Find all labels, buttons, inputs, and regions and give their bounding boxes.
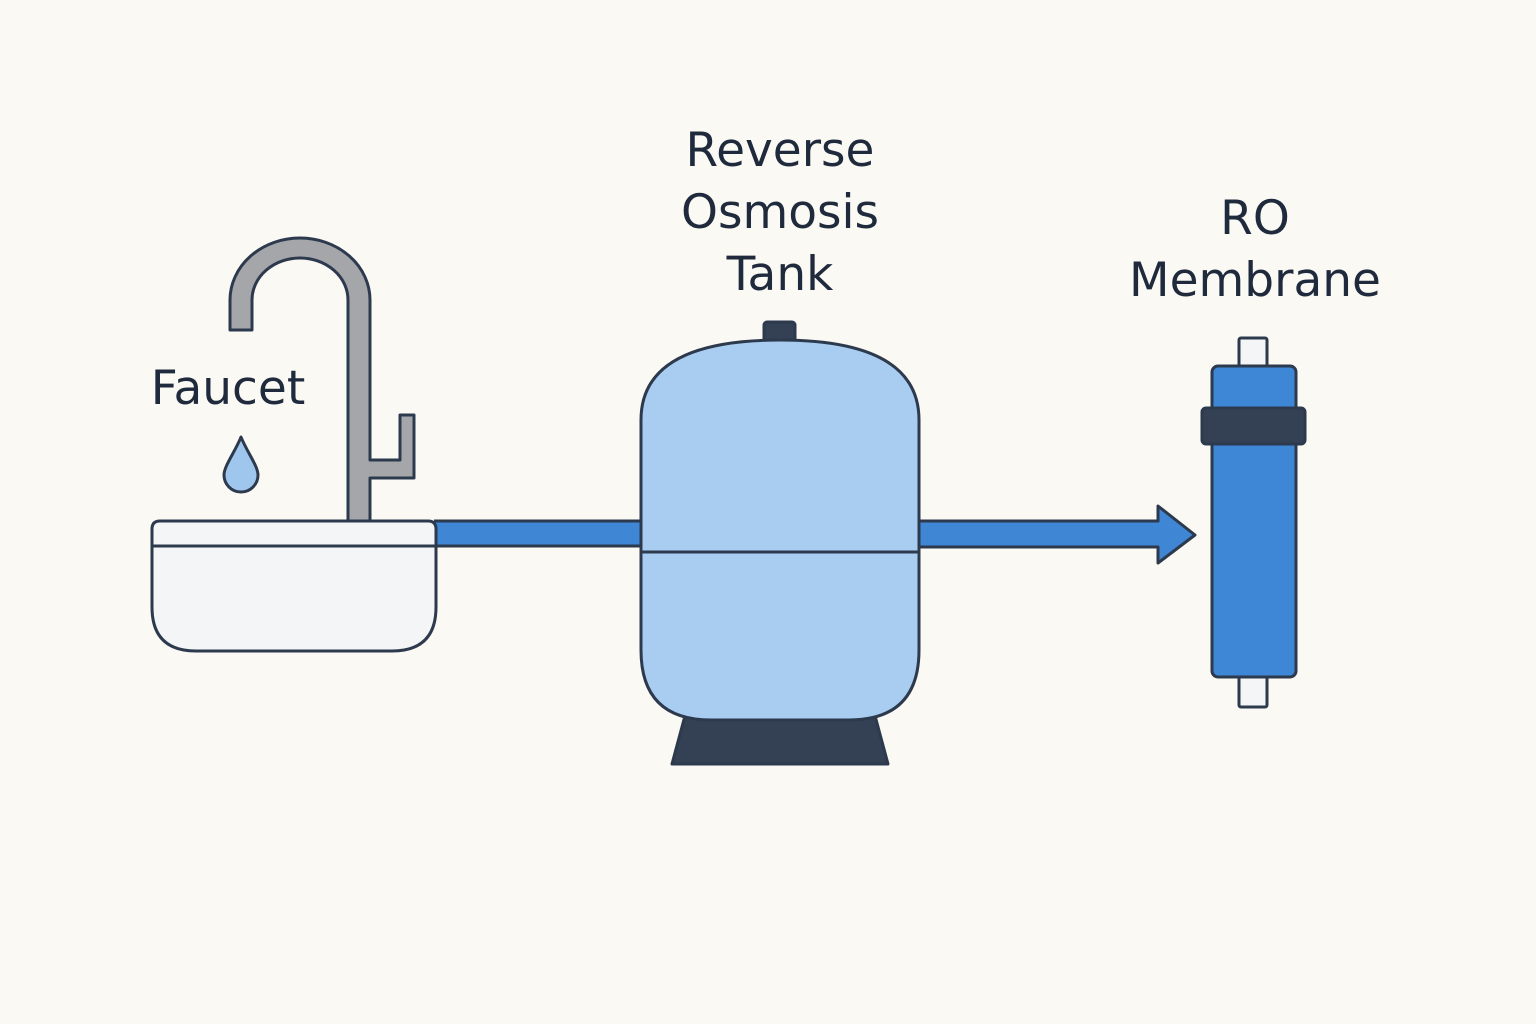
tank-label: Reverse Osmosis Tank: [640, 120, 920, 306]
ro-membrane-icon: [1200, 336, 1307, 709]
membrane-label: RO Membrane: [1105, 188, 1405, 312]
faucet-label-text: Faucet: [150, 361, 306, 416]
sink-basin-icon: [150, 519, 438, 653]
membrane-label-line-2: Membrane: [1129, 253, 1381, 308]
faucet-label: Faucet: [118, 358, 338, 420]
water-drop-icon: [222, 435, 260, 494]
pressure-tank-icon: [639, 320, 921, 766]
tank-label-line-2: Osmosis: [680, 185, 880, 240]
membrane-label-line-1: RO: [1220, 191, 1290, 246]
tank-label-line-1: Reverse: [685, 123, 875, 178]
faucet-icon: [228, 236, 416, 524]
tank-label-line-3: Tank: [726, 247, 834, 302]
arrow-right-icon: [912, 504, 1197, 565]
inlet-pipe: [434, 519, 644, 548]
